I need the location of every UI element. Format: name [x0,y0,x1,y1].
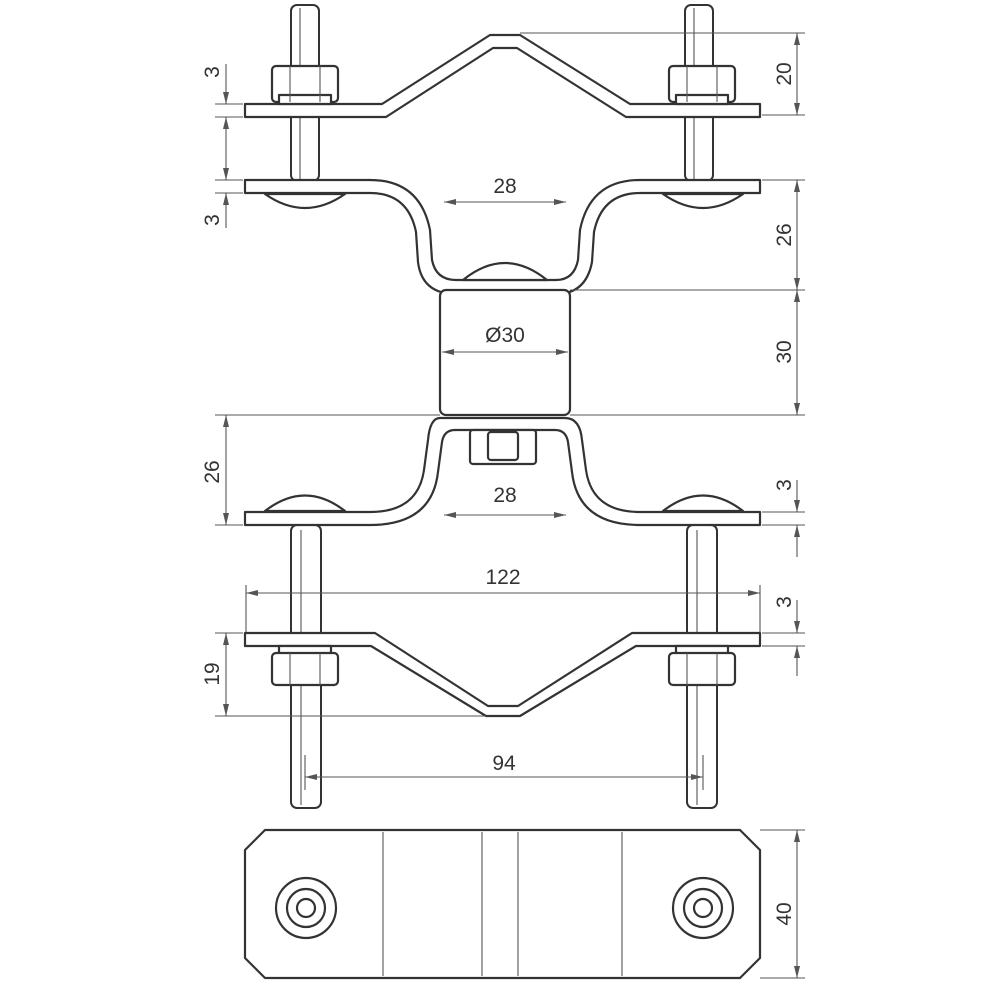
carriage-bolt-heads-lower [263,494,745,513]
dim-overall-width: 122 [485,566,520,589]
dim-spacer-diameter: Ø30 [485,324,525,347]
dim-spacer-height: 30 [773,340,796,363]
carriage-bolt-heads-upper [263,192,745,282]
bottom-bracket [243,631,762,718]
dimension-labels: 20 26 30 3 3 40 3 3 26 19 28 Ø30 28 122 … [201,62,796,925]
dim-lower-saddle-width: 28 [493,484,516,507]
upper-saddle-bracket [243,178,762,296]
dim-bottom-bracket-height: 19 [201,662,224,685]
lower-saddle-nut [468,428,538,466]
dim-plate-thickness-lower-1: 3 [773,479,796,491]
plate-top-view [243,828,762,980]
dim-bolt-spacing: 94 [492,752,516,775]
dim-upper-saddle-depth: 26 [773,223,796,246]
dim-plate-thickness-upper-2: 3 [201,214,224,226]
dim-upper-saddle-width: 28 [493,175,516,198]
dim-plate-thickness-lower-2: 3 [773,596,796,608]
plate-bolt-holes [274,876,735,940]
plate-fold-lines [382,832,623,976]
dimension-lines [223,33,800,978]
dim-lower-saddle-depth: 26 [201,460,224,483]
dim-plate-thickness-upper-1: 3 [201,66,224,78]
dim-plate-width: 40 [773,902,796,925]
top-nuts [270,64,737,106]
extension-lines [215,32,805,979]
bottom-right-nut [667,651,737,687]
lower-saddle-bracket [243,416,762,527]
dim-top-bracket-height: 20 [773,62,796,85]
top-bracket [243,33,762,119]
bottom-left-nut [270,651,340,687]
bottom-nuts [270,644,737,687]
